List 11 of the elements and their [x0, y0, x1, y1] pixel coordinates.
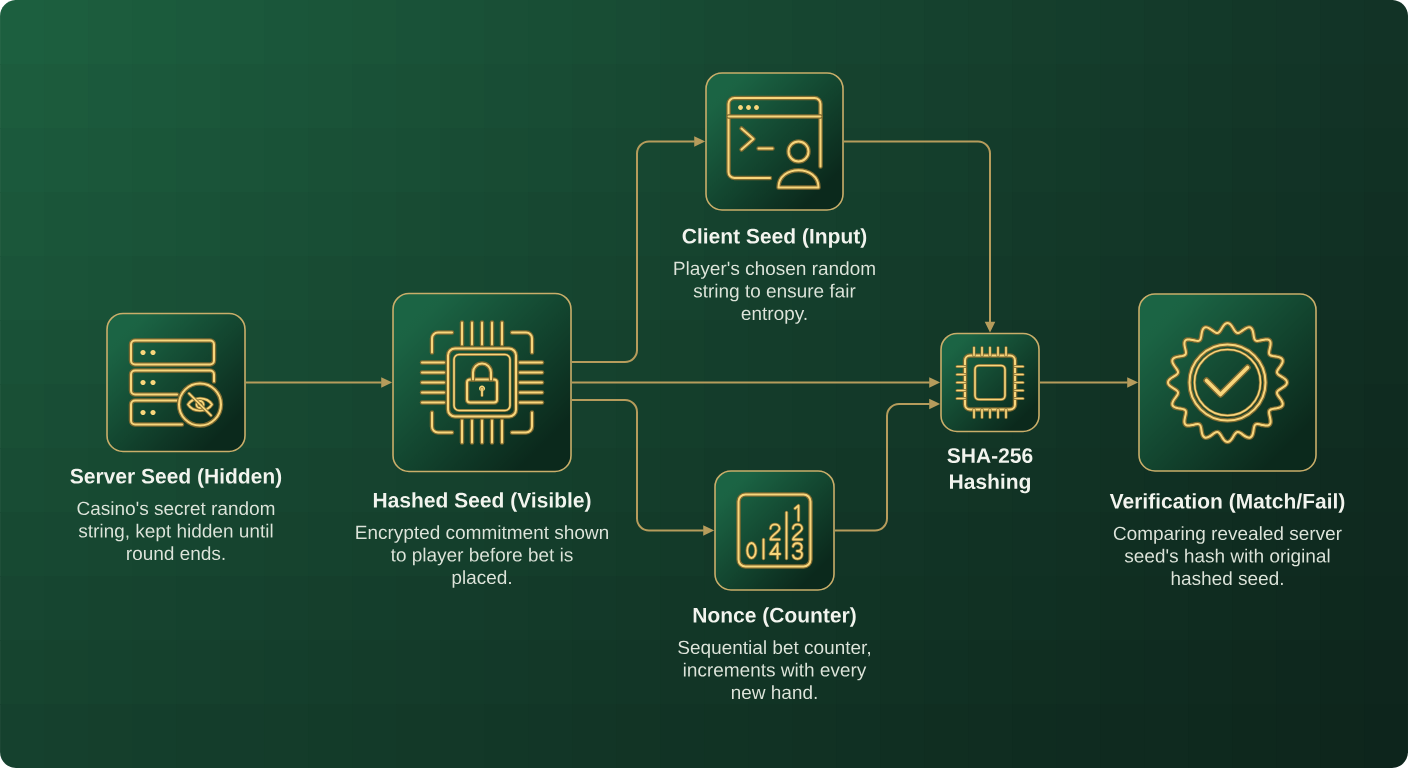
node-heading: SHA-256 Hashing: [947, 448, 1033, 494]
node-description: Encrypted commitment shown to player before bet is placed.: [356, 525, 608, 588]
node-heading: Client Seed (Input): [682, 228, 867, 248]
node-heading: Verification (Match/Fail): [1109, 493, 1345, 513]
node-description: Sequential bet counter, increments with every new hand.: [678, 640, 870, 700]
node-description: Comparing revealed server seed's hash with original hashed seed.: [1113, 526, 1342, 586]
node-description: Player's chosen random string to ensure fair entropy.: [674, 261, 875, 324]
node-description: Casino's secret random string, kept hidden until round ends.: [77, 501, 275, 561]
node-heading: Nonce (Counter): [693, 607, 856, 627]
node-heading: Hashed Seed (Visible): [373, 492, 591, 512]
node-heading: Server Seed (Hidden): [70, 468, 282, 488]
